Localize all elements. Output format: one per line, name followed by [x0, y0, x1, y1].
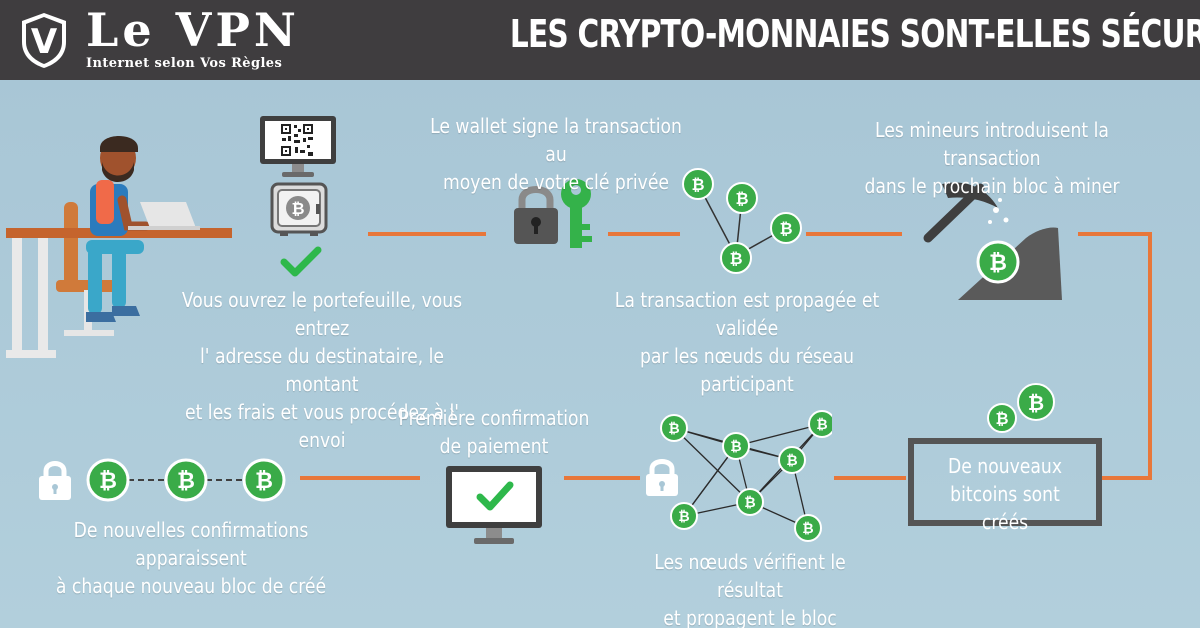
- svg-text:₿: ₿: [995, 409, 1008, 428]
- le-vpn-logo-icon: V: [22, 13, 66, 68]
- bitcoin-coin-icon: ₿: [670, 502, 698, 530]
- caption-open-wallet: Vous ouvrez le portefeuille, vous entrez…: [181, 288, 463, 452]
- svg-text:₿: ₿: [691, 175, 704, 194]
- padlock-icon: [514, 186, 558, 244]
- bitcoin-coin-icon: ₿: [164, 458, 208, 502]
- bitcoin-coin-icon: ₿: [794, 514, 822, 542]
- svg-text:₿: ₿: [779, 219, 792, 238]
- svg-text:₿: ₿: [99, 469, 117, 494]
- caption-miners: Les mineurs introduisent la transaction …: [864, 118, 1120, 198]
- svg-text:₿: ₿: [989, 251, 1007, 276]
- coin-chain-icon: ₿ ₿ ₿: [39, 458, 286, 502]
- caption-propagate-validate: La transaction est propagée et validée p…: [614, 288, 880, 396]
- bitcoin-coin-icon: ₿: [682, 168, 714, 200]
- svg-text:₿: ₿: [816, 417, 827, 433]
- svg-text:₿: ₿: [735, 189, 748, 208]
- checkmark-icon: [280, 246, 322, 277]
- page-title: LES CRYPTO-MONNAIES SONT-ELLES SÉCURISÉE…: [509, 12, 1200, 56]
- key-icon: [561, 179, 592, 248]
- bitcoin-mesh-icon: ₿ ₿ ₿ ₿ ₿ ₿ ₿: [660, 410, 832, 542]
- bitcoin-coin-icon: ₿: [770, 212, 802, 244]
- svg-text:₿: ₿: [729, 249, 742, 268]
- brand-name: Le VPN: [86, 3, 300, 57]
- logo-monogram: V: [31, 22, 58, 62]
- header-banner: [0, 0, 1200, 80]
- two-coins-icon: ₿ ₿: [987, 383, 1055, 433]
- bitcoin-coin-icon: ₿: [720, 242, 752, 274]
- bitcoin-coin-icon: ₿: [242, 458, 286, 502]
- bitcoin-coin-icon: ₿: [736, 488, 764, 516]
- caption-more-confirmations: De nouvelles confirmations apparaissent …: [55, 518, 327, 598]
- svg-text:₿: ₿: [744, 495, 755, 511]
- svg-text:₿: ₿: [1028, 391, 1044, 415]
- bitcoin-coin-icon: ₿: [86, 458, 130, 502]
- svg-text:₿: ₿: [668, 421, 679, 437]
- svg-text:₿: ₿: [177, 469, 195, 494]
- bitcoin-coin-icon: ₿: [726, 182, 758, 214]
- pickaxe-icon: ₿: [923, 182, 1062, 300]
- brand-tagline: Internet selon Vos Règles: [86, 56, 283, 71]
- safe-coin-icon: ₿: [270, 182, 328, 236]
- caption-first-confirmation: Première confirmation de paiement: [398, 406, 590, 458]
- caption-nodes-verify: Les nœuds vérifient le résultat et propa…: [654, 550, 846, 628]
- caption-sign-transaction: Le wallet signe la transaction au moyen …: [430, 114, 682, 194]
- coin-symbol: ₿: [291, 199, 304, 218]
- caption-new-bitcoins: De nouveaux bitcoins sont créés: [947, 454, 1063, 534]
- svg-text:₿: ₿: [802, 521, 813, 537]
- padlock-icon: [646, 459, 678, 496]
- new-bitcoins-box: [908, 438, 1102, 526]
- bitcoin-coin-icon: ₿: [778, 446, 806, 474]
- monitor-checkmark-icon: [446, 466, 542, 544]
- svg-text:₿: ₿: [255, 469, 273, 494]
- qr-code-monitor-icon: [260, 116, 336, 177]
- bitcoin-coin-icon: ₿: [808, 410, 832, 438]
- bitcoin-network-icon: ₿ ₿ ₿ ₿: [682, 168, 802, 274]
- user-at-desk-icon: [6, 136, 232, 358]
- bitcoin-coin-icon: ₿: [722, 432, 750, 460]
- svg-text:₿: ₿: [786, 453, 797, 469]
- svg-text:₿: ₿: [730, 439, 741, 455]
- padlock-icon: [39, 461, 71, 500]
- svg-text:₿: ₿: [678, 509, 689, 525]
- bitcoin-coin-icon: ₿: [660, 414, 688, 442]
